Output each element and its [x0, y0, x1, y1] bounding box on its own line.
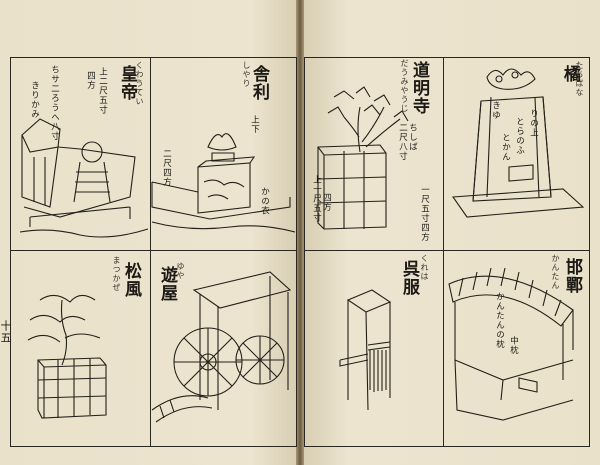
panel-note: 上二尺五寸 [97, 67, 108, 115]
panel-ruby: だうみやうじ [400, 59, 409, 113]
panel-note: かんたんの枕 [494, 292, 505, 349]
illustration-relic-platform [151, 133, 296, 233]
panel-dojoji: 道明寺 だうみやうじ 二尺八寸 ちしば 上一尺五寸 四方 一尺五寸四方 [304, 57, 443, 250]
panel-title: 橘 [560, 65, 580, 83]
panel-note: とらのふ [514, 117, 525, 155]
panel-ruby: たちばな [575, 61, 584, 97]
illustration-orange-tree-stand [451, 68, 585, 218]
left-page-divider-vertical [150, 57, 151, 447]
panel-note: 上一尺五寸 [311, 175, 322, 223]
illustration-loom [339, 289, 392, 411]
illustration-bed-canopy [448, 267, 574, 421]
panel-ruby: かんたん [551, 254, 560, 290]
panel-note: きゆ [490, 101, 501, 120]
panel-note: ちしば [407, 123, 418, 152]
panel-kureha: 呉服 くれは [304, 250, 443, 447]
left-page [0, 0, 296, 465]
panel-note: 一尺五寸四方 [419, 185, 430, 242]
panel-ruby: まつかぜ [112, 256, 121, 292]
illustration-throne-canopy [19, 118, 149, 238]
panel-title: 皇帝 [117, 65, 137, 101]
panel-title: 松風 [121, 262, 141, 298]
panel-title: 道明寺 [409, 61, 429, 115]
page-number: 十五 [0, 320, 12, 344]
panel-yuya: 遊屋 ゆや [150, 250, 297, 447]
panel-ruby: くれは [420, 254, 429, 281]
panel-ruby: しやり [242, 61, 251, 88]
left-page-divider-horizontal [10, 250, 297, 251]
illustration-blossom-tree-frame [317, 86, 409, 230]
panel-tachibana: 橘 たちばな りの上 とらのふ とかん きゆ [443, 57, 590, 250]
panel-ruby: ゆや [176, 262, 185, 280]
panel-note: 中枕 [508, 336, 519, 355]
right-page-divider-vertical [443, 57, 444, 447]
panel-note: かの衣 [259, 187, 270, 216]
panel-note: 四方 [85, 71, 96, 90]
panel-title: 舎利 [249, 65, 269, 101]
panel-title: 遊屋 [157, 266, 177, 302]
panel-note: りの上 [528, 109, 539, 138]
panel-note: とかん [500, 133, 511, 162]
illustration-pine-frame [27, 294, 107, 419]
panel-note: ちサ二ろうへ八寸 [49, 65, 60, 141]
panel-ruby: くわうてい [135, 61, 144, 106]
panel-title: 呉服 [399, 260, 419, 296]
panel-note: 二尺四方 [161, 149, 172, 187]
panel-shari: 舎利 しやり 上下 二尺四方 かの衣 [150, 57, 297, 250]
panel-kotei: 皇帝 くわうてい 上二尺五寸 四方 ちサ二ろうへ八寸 きりかみ [10, 57, 150, 250]
panel-kantan: 邯鄲 かんたん かんたんの枕 中枕 [443, 250, 590, 447]
book-gutter [296, 0, 304, 465]
right-page-frame [304, 57, 590, 447]
right-page-divider-horizontal [304, 250, 590, 251]
right-page [304, 0, 600, 465]
panel-note: 上下 [249, 115, 260, 134]
panel-note: きりかみ [29, 81, 40, 119]
panel-note: 二尺八寸 [397, 123, 408, 161]
panel-title: 邯鄲 [562, 258, 582, 294]
left-page-frame [10, 57, 297, 447]
illustration-carriage [151, 271, 292, 423]
panel-shofu: 松風 まつかぜ [10, 250, 150, 447]
